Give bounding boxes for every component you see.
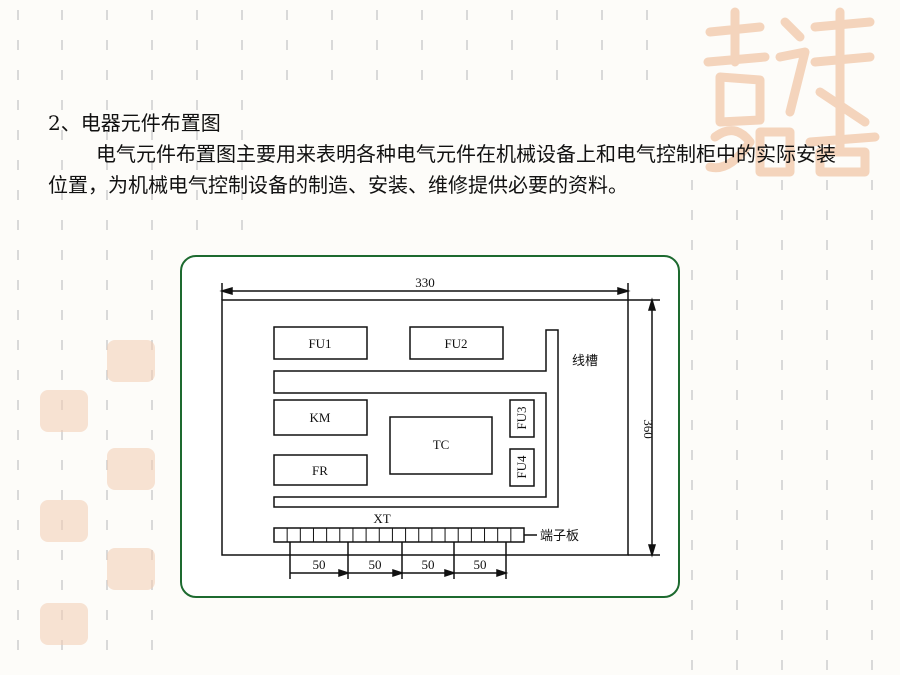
auspicious-seal-icon (40, 390, 88, 432)
auspicious-seal-icon (703, 7, 880, 177)
description-paragraph: 电气元件布置图主要用来表明各种电气元件在机械设备上和电气控制柜中的实际安装位置，… (48, 142, 836, 197)
auspicious-seal-icon (107, 548, 155, 590)
slide-text-block: 2、电器元件布置图 电气元件布置图主要用来表明各种电气元件在机械设备上和电气控制… (48, 108, 848, 201)
fu1-fuse (273, 326, 368, 360)
fu4-label: FU4 (514, 455, 529, 479)
fu3-label: FU3 (514, 406, 529, 429)
cabinet-board (221, 299, 629, 556)
spacing-label: 50 (369, 557, 382, 572)
wire-duct-label: 线槽 (572, 354, 598, 369)
km-contactor (273, 399, 368, 436)
fu1-label: FU1 (308, 336, 331, 351)
section-heading: 2、电器元件布置图 (48, 111, 221, 135)
km-label: KM (310, 410, 331, 425)
fu2-label: FU2 (444, 336, 467, 351)
spacing-label: 50 (313, 557, 326, 572)
height-label: 360 (641, 419, 656, 439)
terminal-board-label: 端子板 (540, 529, 579, 544)
fu4-fuse (509, 448, 535, 487)
auspicious-seal-icon (107, 448, 155, 490)
wire-duct (273, 329, 559, 508)
spacing-label: 50 (474, 557, 487, 572)
auspicious-seal-icon (107, 340, 155, 382)
tc-label: TC (433, 437, 450, 452)
fu2-fuse (409, 326, 504, 360)
width-label: 330 (415, 275, 435, 290)
auspicious-seal-icon (40, 500, 88, 542)
xt-label: XT (373, 511, 390, 526)
fr-label: FR (312, 463, 328, 478)
terminal-board (273, 527, 525, 543)
fu3-fuse (509, 399, 535, 438)
spacing-label: 50 (422, 557, 435, 572)
auspicious-seal-icon (40, 603, 88, 645)
component-layout-diagram: 330 360 FU1 FU2 KM FR TC FU3 FU4 XT 线槽 端… (219, 275, 660, 579)
tc-transformer (389, 416, 493, 475)
fr-relay (273, 454, 368, 486)
layout-diagram-frame: 330 360 FU1 FU2 KM FR TC FU3 FU4 XT 线槽 端… (180, 255, 680, 598)
